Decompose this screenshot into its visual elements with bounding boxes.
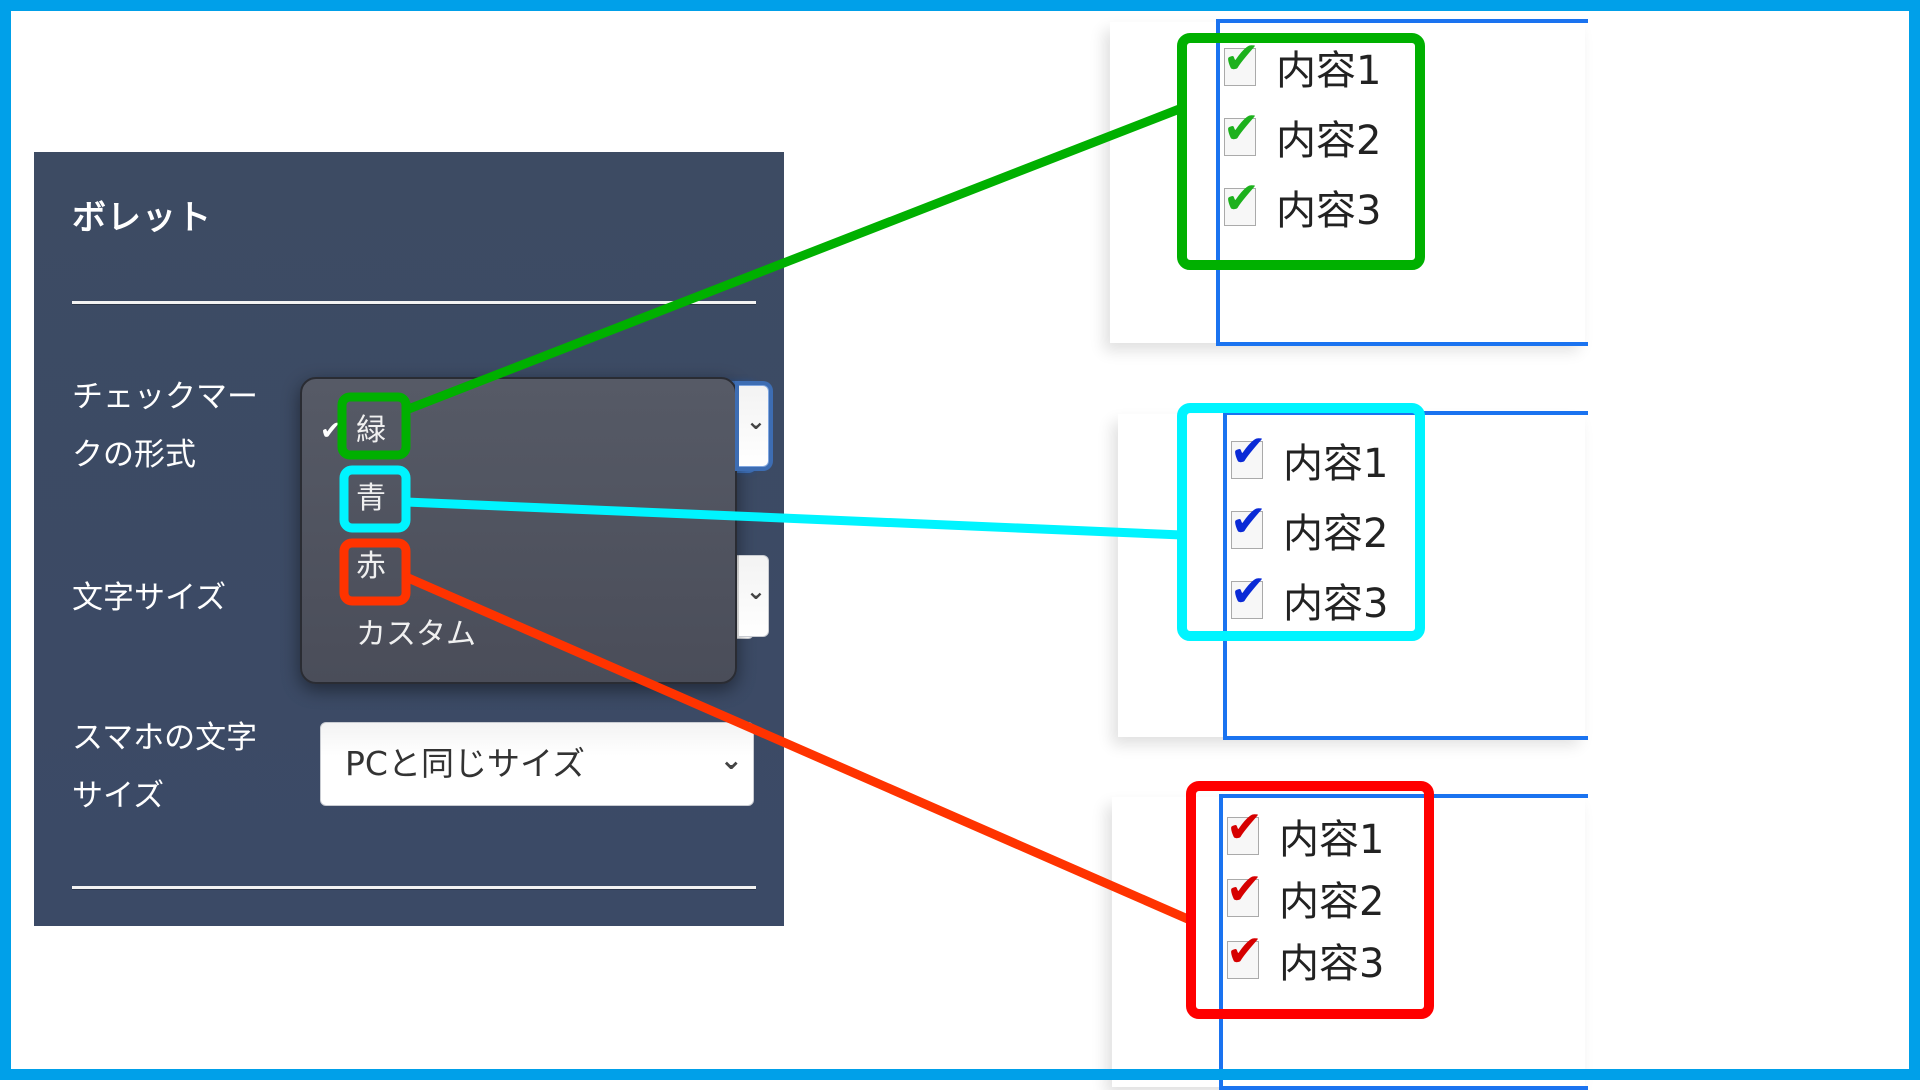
panel-title: ボレット: [72, 198, 212, 238]
checkbox-item[interactable]: ✔ 内容2: [1225, 500, 1388, 558]
checkbox[interactable]: ✔: [1226, 806, 1263, 855]
mobile-font-size-label: スマホの文字 サイズ: [72, 709, 262, 825]
checkmark-icon: ✔: [1226, 864, 1263, 915]
checkmark-icon: ✔: [1230, 566, 1267, 617]
label-line: チェックマー: [72, 379, 258, 415]
divider-top: [72, 301, 756, 304]
preview-green: ✔ 内容1 ✔ 内容2 ✔ 内容3: [1110, 19, 1588, 346]
label-line: スマホの文字: [72, 720, 258, 756]
checkbox-label: 内容2: [1276, 118, 1382, 164]
checkbox-label: 内容1: [1276, 48, 1382, 94]
preview-red: ✔ 内容1 ✔ 内容2 ✔ 内容3: [1112, 794, 1588, 1090]
checkbox-label: 内容2: [1283, 511, 1389, 557]
checkmark-style-label: チェックマー クの形式: [72, 368, 262, 484]
chevron-down-icon: ⌄: [719, 743, 743, 776]
chevron-down-icon: ⌄: [745, 577, 766, 605]
checkbox[interactable]: ✔: [1230, 570, 1267, 619]
mobile-font-size-select[interactable]: PCと同じサイズ ⌄: [320, 722, 754, 806]
font-size-label: 文字サイズ: [72, 569, 262, 627]
checkbox[interactable]: ✔: [1223, 177, 1260, 226]
checkmark-style-dropdown: ✔ 緑 青 赤 カスタム: [300, 377, 737, 684]
checkbox-item[interactable]: ✔ 内容3: [1225, 570, 1388, 628]
checkbox-item[interactable]: ✔ 内容1: [1218, 37, 1381, 95]
checkmark-icon: ✔: [1230, 426, 1267, 477]
label-line: 文字サイズ: [72, 580, 227, 616]
chevron-down-icon: ⌄: [745, 407, 766, 435]
option-green[interactable]: 緑: [356, 413, 386, 448]
checkbox[interactable]: ✔: [1230, 500, 1267, 549]
option-red[interactable]: 赤: [356, 549, 386, 584]
checkbox-item[interactable]: ✔ 内容2: [1221, 868, 1384, 926]
divider-bottom: [72, 886, 756, 889]
checkmark-icon: ✔: [1223, 103, 1260, 154]
checkbox[interactable]: ✔: [1223, 37, 1260, 86]
checkmark-style-select-edge[interactable]: ⌄: [739, 385, 769, 467]
select-value: PCと同じサイズ: [345, 744, 585, 783]
preview-blue: ✔ 内容1 ✔ 内容2 ✔ 内容3: [1118, 411, 1588, 740]
checkbox-label: 内容3: [1283, 581, 1389, 627]
option-blue[interactable]: 青: [356, 481, 386, 516]
checkbox-item[interactable]: ✔ 内容1: [1225, 430, 1388, 488]
font-size-select-edge[interactable]: ⌄: [739, 555, 769, 637]
checkbox-item[interactable]: ✔ 内容3: [1218, 177, 1381, 235]
checkbox[interactable]: ✔: [1230, 430, 1267, 479]
checkbox-item[interactable]: ✔ 内容2: [1218, 107, 1381, 165]
checkbox-label: 内容1: [1283, 441, 1389, 487]
checkbox-label: 内容3: [1276, 188, 1382, 234]
checkmark-icon: ✔: [1226, 926, 1263, 977]
checkmark-icon: ✔: [1223, 173, 1260, 224]
checkbox-label: 内容3: [1279, 941, 1385, 987]
checkmark-icon: ✔: [1230, 496, 1267, 547]
checkmark-icon: ✔: [1223, 33, 1260, 84]
checkbox-label: 内容2: [1279, 879, 1385, 925]
checkbox[interactable]: ✔: [1223, 107, 1260, 156]
checkbox-item[interactable]: ✔ 内容1: [1221, 806, 1384, 864]
checkmark-icon: ✔: [1226, 802, 1263, 853]
checkbox-label: 内容1: [1279, 817, 1385, 863]
selected-check-icon: ✔: [320, 416, 342, 446]
option-custom[interactable]: カスタム: [356, 617, 476, 652]
checkbox[interactable]: ✔: [1226, 868, 1263, 917]
checkbox-item[interactable]: ✔ 内容3: [1221, 930, 1384, 988]
label-line: サイズ: [72, 778, 165, 814]
select-value: 緑: [805, 340, 832, 370]
label-line: クの形式: [72, 437, 196, 473]
checkbox[interactable]: ✔: [1226, 930, 1263, 979]
